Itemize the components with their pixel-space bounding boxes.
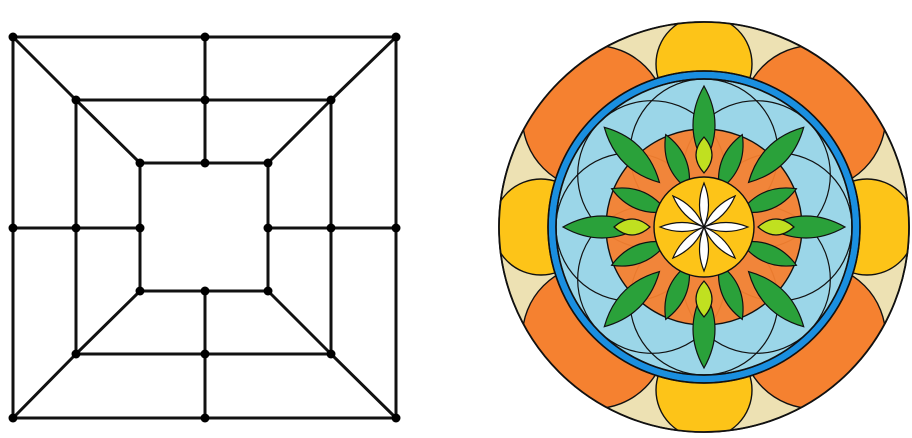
mandala-body [493,16,912,438]
